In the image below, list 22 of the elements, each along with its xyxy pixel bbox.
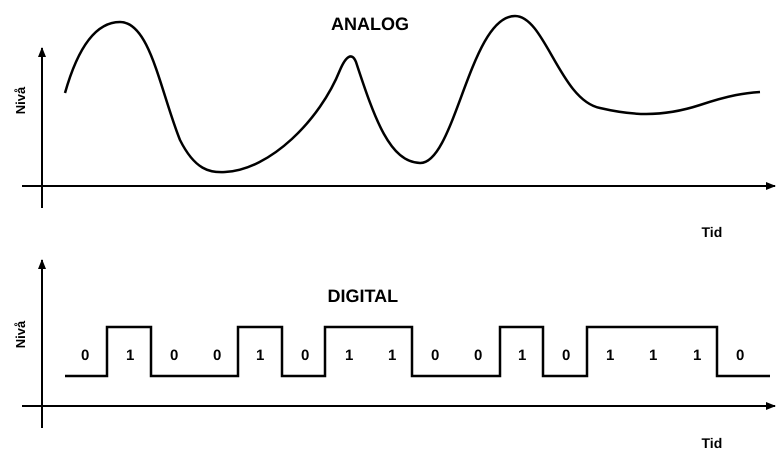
- axis-label: Nivå: [14, 320, 27, 348]
- bit-value: 1: [606, 348, 614, 362]
- title: ANALOG: [331, 15, 409, 33]
- bit-value: 0: [474, 348, 482, 362]
- bit-value: 1: [693, 348, 702, 362]
- bit-value: 0: [213, 348, 222, 362]
- axis-label: Tid: [702, 225, 722, 239]
- bit-value: 0: [431, 348, 440, 362]
- bit-value: 1: [126, 348, 134, 362]
- bit-value: 0: [170, 348, 178, 362]
- bit-value: 1: [256, 348, 264, 362]
- bit-value: 1: [518, 348, 526, 362]
- axis-label: Tid: [702, 436, 722, 450]
- bit-value: 1: [345, 348, 354, 362]
- bit-value: 1: [388, 348, 396, 362]
- bit-value: 0: [736, 348, 744, 362]
- bit-value: 0: [301, 348, 310, 362]
- bit-value: 0: [81, 348, 90, 362]
- title: DIGITAL: [328, 287, 398, 305]
- axis-label: Nivå: [14, 86, 27, 114]
- bit-value: 0: [562, 348, 570, 362]
- bit-value: 1: [649, 348, 658, 362]
